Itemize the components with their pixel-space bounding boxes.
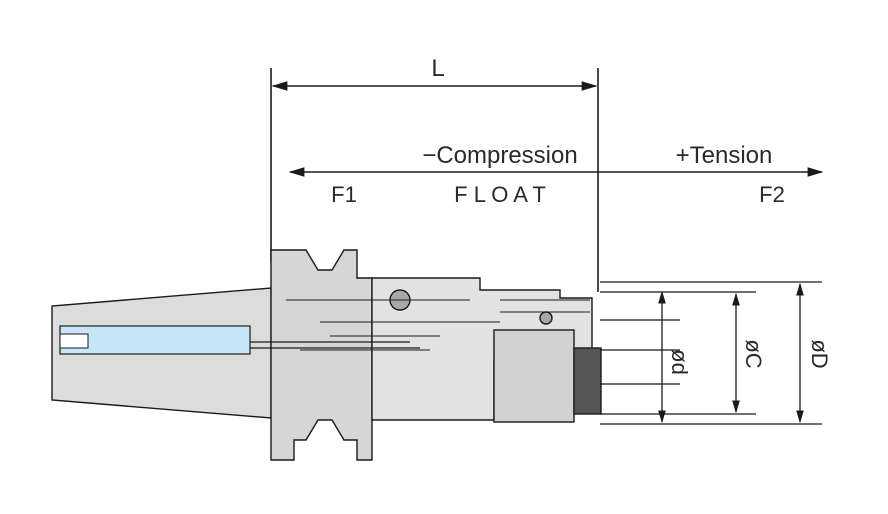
- f2-label: F2: [759, 182, 785, 207]
- spring-lines: [250, 341, 420, 349]
- shank-section: [59, 325, 420, 355]
- main-body: [371, 277, 593, 421]
- f1-label: F1: [331, 182, 357, 207]
- diameter-d-label: ød: [667, 349, 692, 375]
- dimension-L: L: [270, 55, 599, 292]
- compression-label: −Compression: [422, 142, 577, 169]
- diameter-dimensions: [600, 281, 822, 425]
- knurled-collar: [573, 347, 602, 415]
- diameter-D-label: øD: [807, 339, 832, 368]
- internal-lines: [286, 299, 590, 351]
- flange: [270, 249, 373, 461]
- shank-bore: [59, 333, 89, 349]
- shank-highlight: [59, 325, 251, 355]
- front-nose: [493, 329, 575, 423]
- length-label: L: [431, 55, 444, 82]
- tool-holder: [51, 249, 602, 461]
- float-label: F L O A T: [454, 182, 546, 207]
- float-dimension: −Compression +Tension F1 F L O A T F2: [288, 142, 824, 207]
- tension-label: +Tension: [676, 142, 773, 169]
- ball-detail-small: [539, 311, 553, 325]
- diameter-C-label: øC: [741, 339, 766, 368]
